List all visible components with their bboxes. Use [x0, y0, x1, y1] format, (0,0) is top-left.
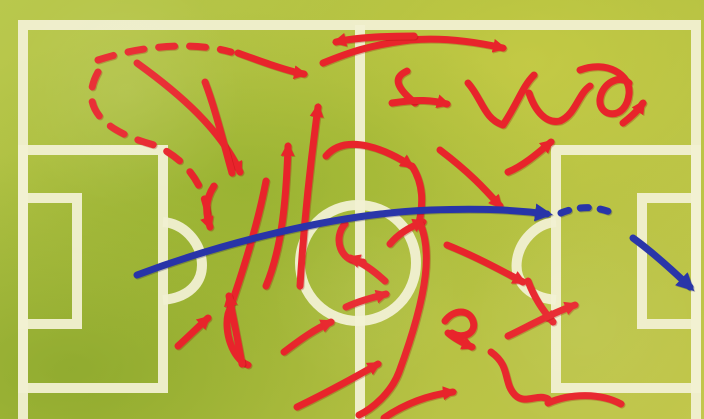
red-center-right-down-arrow — [440, 150, 500, 206]
red-center-short-down — [412, 166, 422, 223]
red-zigzag-right — [529, 86, 590, 121]
red-center-top-arrow — [326, 144, 411, 166]
red-bottom-left-short-arrow — [178, 318, 208, 346]
blue-dashed-pass — [561, 208, 610, 213]
red-dashed-arrow-top-left — [98, 46, 231, 60]
left-penalty-box — [23, 150, 163, 388]
right-goal-box — [642, 198, 696, 324]
red-center-left-up-arrow — [266, 146, 288, 286]
left-goal-box — [23, 198, 77, 324]
red-left-down-arrow — [207, 186, 214, 227]
pitch-markings — [23, 25, 696, 419]
red-bottom-right-squiggle — [491, 352, 548, 399]
red-right-middle-arrow — [447, 245, 523, 282]
red-center-up-arrow — [300, 107, 318, 286]
red-bottom-flat-arrow — [384, 392, 453, 418]
right-penalty-arc — [517, 222, 556, 300]
red-left-long-vertical — [227, 181, 266, 365]
red-arrow-top-left-end — [238, 53, 304, 74]
red-center-bottom-arrow — [346, 294, 386, 307]
red-bottom-center-arrow — [284, 322, 331, 352]
red-bottom-center-long-arrow — [297, 364, 378, 407]
red-zigzag-upper — [468, 75, 534, 125]
red-right-upper-arrow — [508, 142, 551, 172]
red-middle-top-arrow — [392, 100, 447, 104]
red-bottom-right-curve — [548, 396, 621, 404]
